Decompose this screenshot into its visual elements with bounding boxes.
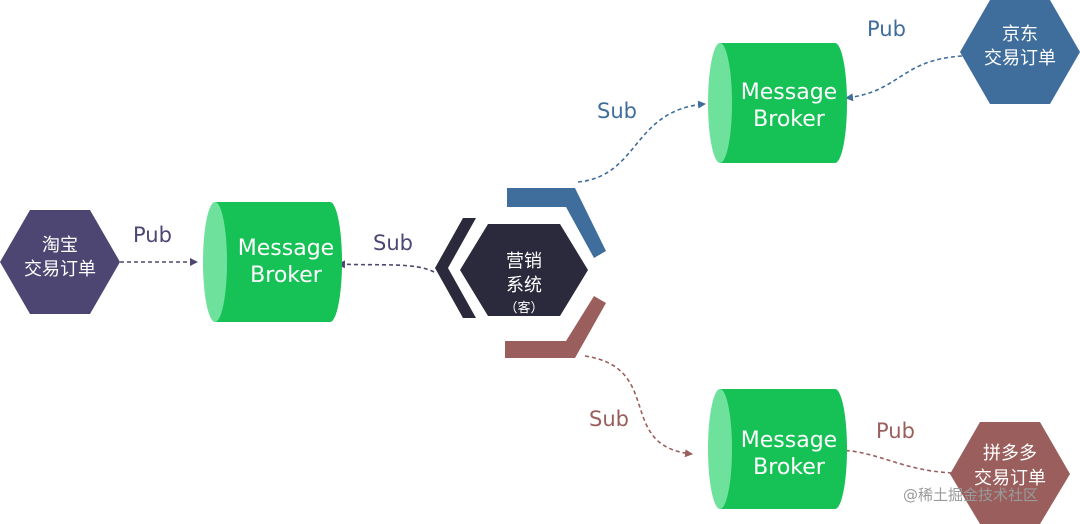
broker-bottom-back-end [823,389,847,509]
marketing-hexagon [460,224,588,316]
message-broker-bottom: Message Broker [708,389,847,509]
pinduoduo-label-line2: 交易订单 [974,468,1046,489]
watermark-text: @稀土掘金技术社区 [903,486,1038,504]
edge-label-sub-top: Sub [597,99,637,123]
jingdong-label-line2: 交易订单 [984,48,1056,69]
marketing-label-line2: 系统 [506,275,542,296]
jingdong-order-node: 京东 交易订单 [960,0,1080,104]
edge-marketing-to-top-broker [577,100,706,183]
broker-left-body [215,202,330,322]
jingdong-hexagon [960,0,1080,104]
edge-pinduoduo-to-bottom-broker [839,446,953,474]
ring-segment-left [435,218,476,318]
taobao-label-line2: 交易订单 [24,259,96,280]
broker-bottom-label-line1: Message [741,428,837,453]
marketing-label-line3: （客） [504,300,543,316]
broker-left-label-line1: Message [238,236,334,261]
broker-top-body [720,43,835,163]
broker-bottom-label-line2: Broker [753,455,826,480]
marketing-label-line1: 营销 [506,251,542,272]
edge-label-pub-pinduoduo: Pub [876,419,915,443]
edge-label-pub-taobao: Pub [133,223,172,247]
pinduoduo-label-line1: 拼多多 [983,443,1037,464]
marketing-system-node: 营销 系统 （客） [435,188,606,358]
taobao-hexagon [0,210,120,314]
jingdong-label-line1: 京东 [1002,24,1038,45]
taobao-label-line1: 淘宝 [42,235,78,256]
edge-marketing-to-bottom-broker [584,355,693,458]
broker-top-label-line2: Broker [753,107,826,132]
message-broker-left: Message Broker [203,202,342,322]
edge-label-pub-jingdong: Pub [867,17,906,41]
ring-segment-bottom [505,296,606,358]
edge-marketing-to-left-broker [337,260,435,273]
edge-label-sub-left: Sub [373,231,413,255]
pinduoduo-order-node: 拼多多 交易订单 [950,422,1070,524]
ring-segment-top [507,188,606,258]
edge-jingdong-to-top-broker [845,55,963,102]
broker-bottom-body [720,389,835,509]
broker-left-front-end [203,202,227,322]
broker-top-back-end [823,43,847,163]
broker-left-label-line2: Broker [250,263,323,288]
broker-bottom-front-end [708,389,732,509]
broker-top-front-end [708,43,732,163]
pinduoduo-hexagon [950,422,1070,524]
broker-top-label-line1: Message [741,80,837,105]
message-broker-top: Message Broker [708,43,847,163]
edge-label-sub-bottom: Sub [589,407,629,431]
taobao-order-node: 淘宝 交易订单 [0,210,120,314]
broker-left-back-end [318,202,342,322]
